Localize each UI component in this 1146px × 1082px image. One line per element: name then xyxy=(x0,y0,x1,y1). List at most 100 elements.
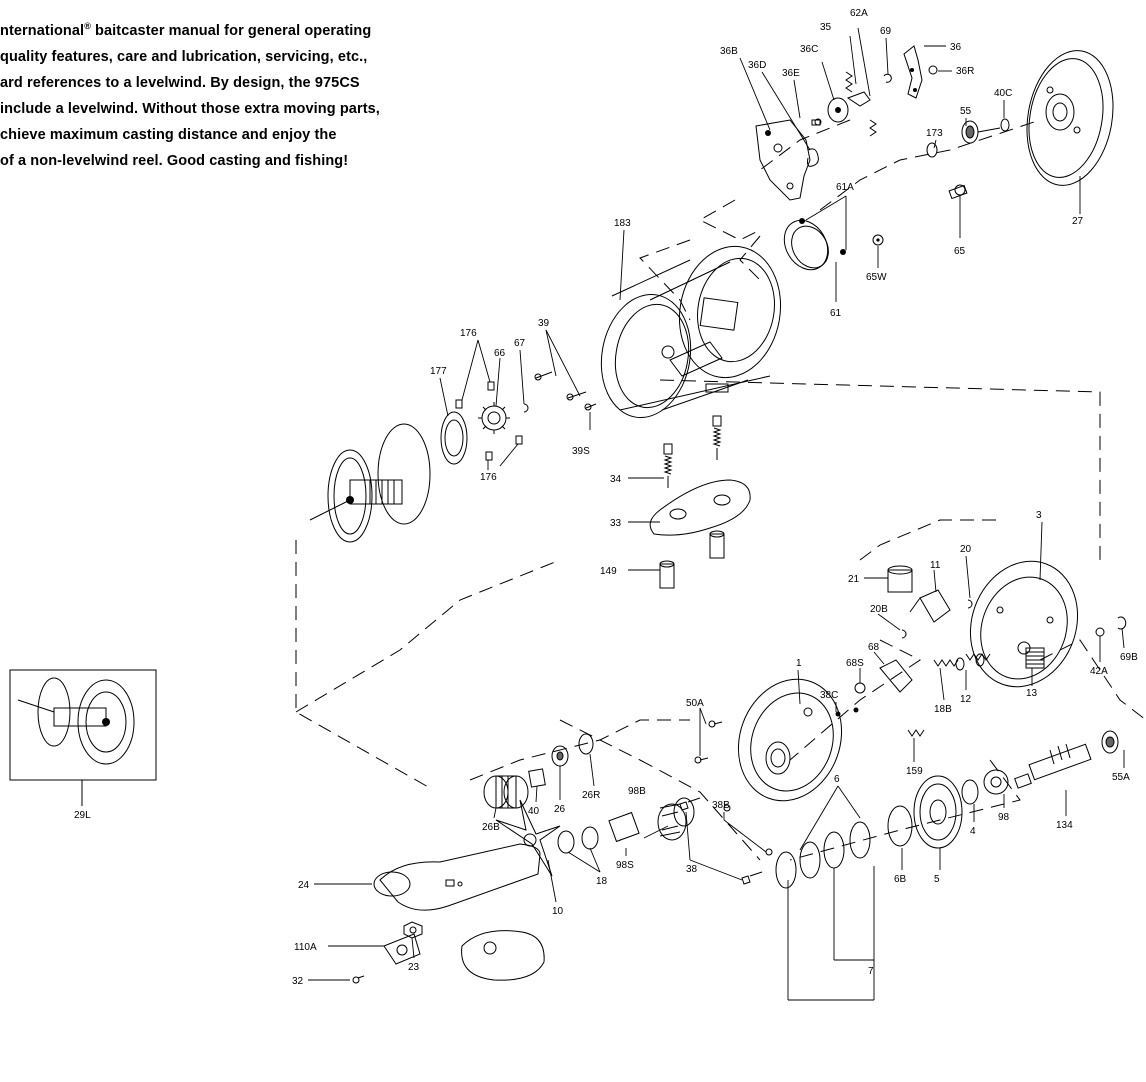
ratchet-98 xyxy=(983,769,1009,795)
clip-68 xyxy=(879,659,913,693)
callout-50A: 50A xyxy=(686,698,704,709)
intro-line-4: include a levelwind. Without those extra… xyxy=(0,101,380,117)
callout-159: 159 xyxy=(906,766,923,777)
callout-62A: 62A xyxy=(850,8,868,19)
spool-inset-29L xyxy=(9,669,157,806)
shaft-134 xyxy=(1014,743,1092,789)
screw-32 xyxy=(352,975,365,984)
lever-36 xyxy=(903,45,923,99)
callout-11: 11 xyxy=(930,560,941,571)
callout-4: 4 xyxy=(970,826,976,837)
callout-40C: 40C xyxy=(994,88,1012,99)
callout-18: 18 xyxy=(596,876,608,887)
callout-24: 24 xyxy=(298,880,310,891)
bearing-55 xyxy=(961,120,1001,144)
callout-36D: 36D xyxy=(748,60,766,71)
spring-36D xyxy=(807,148,819,167)
bearing-55A xyxy=(1101,730,1119,754)
screw-61A-b xyxy=(840,249,846,255)
callout-23: 23 xyxy=(408,962,420,973)
side-plate-27 xyxy=(1026,50,1114,186)
callout-33: 33 xyxy=(610,518,622,529)
callout-66: 66 xyxy=(494,348,506,359)
washer-stack-7 xyxy=(775,821,871,889)
bearing-26 xyxy=(551,745,569,767)
nut-23 xyxy=(403,921,423,939)
main-gear-5 xyxy=(913,775,963,849)
callout-38B: 38B xyxy=(712,800,730,811)
washer-42A xyxy=(1095,627,1105,637)
ring-36R xyxy=(928,65,938,75)
callout-36B: 36B xyxy=(720,46,738,57)
drag-washer-6B xyxy=(887,805,913,847)
callout-42A: 42A xyxy=(1090,666,1108,677)
callout-61A: 61A xyxy=(836,182,854,193)
side-plate-3 xyxy=(969,560,1079,688)
callout-65W: 65W xyxy=(866,272,887,283)
callout-69B: 69B xyxy=(1120,652,1138,663)
callout-176b: 176 xyxy=(480,472,497,483)
cam-36C xyxy=(827,97,849,123)
callout-29L: 29L xyxy=(74,810,91,821)
callout-labels: 62A 35 69 36C 36 36B 36D 36E 36R 55 40C … xyxy=(74,8,1138,987)
arm-62A xyxy=(846,91,877,137)
ring-26R xyxy=(578,733,594,755)
callout-5: 5 xyxy=(934,874,940,885)
intro-line-2: quality features, care and lubrication, … xyxy=(0,49,368,65)
callout-98S: 98S xyxy=(616,860,634,871)
callout-110A: 110A xyxy=(294,942,317,953)
callout-26: 26 xyxy=(554,804,566,815)
clip-67 xyxy=(523,403,529,413)
spool xyxy=(309,423,431,543)
callout-6: 6 xyxy=(834,774,840,785)
callout-36: 36 xyxy=(950,42,962,53)
callout-65: 65 xyxy=(954,246,966,257)
ball-38C xyxy=(835,711,841,717)
screws-38 xyxy=(679,797,763,885)
callout-68: 68 xyxy=(868,642,880,653)
callout-35: 35 xyxy=(820,22,832,33)
pinion-66 xyxy=(478,402,510,434)
screw-39S xyxy=(584,403,597,411)
callout-12: 12 xyxy=(960,694,972,705)
callout-36C: 36C xyxy=(800,44,818,55)
spring-20B xyxy=(901,629,907,639)
callout-68S: 68S xyxy=(846,658,864,669)
brake-plate-36B xyxy=(755,119,811,201)
callout-177: 177 xyxy=(430,366,447,377)
callout-176a: 176 xyxy=(460,328,477,339)
cover-61 xyxy=(783,219,829,271)
washer-38B xyxy=(723,804,731,812)
callout-20: 20 xyxy=(960,544,972,555)
spring-35 xyxy=(845,71,853,93)
callout-21: 21 xyxy=(848,574,860,585)
washer-65W xyxy=(872,234,884,246)
intro-line-1: nternational® baitcaster manual for gene… xyxy=(0,21,372,39)
callout-67: 67 xyxy=(514,338,526,349)
handle-24 xyxy=(373,843,541,911)
callout-38: 38 xyxy=(686,864,698,875)
callout-39: 39 xyxy=(538,318,550,329)
key-40 xyxy=(528,768,546,788)
screw-61A-a xyxy=(799,218,805,224)
intro-text: nternational® baitcaster manual for gene… xyxy=(0,18,480,174)
shaft-65 xyxy=(948,184,968,200)
gear-177 xyxy=(440,411,468,465)
washer-4 xyxy=(961,779,979,805)
leader-lines xyxy=(308,27,1125,1001)
bolt-34 xyxy=(663,415,722,488)
callout-26B: 26B xyxy=(482,822,500,833)
callout-39S: 39S xyxy=(572,446,590,457)
callout-38C: 38C xyxy=(820,690,838,701)
callout-98: 98 xyxy=(998,812,1010,823)
intro-line-3: ard references to a levelwind. By design… xyxy=(0,75,360,91)
nut-149 xyxy=(659,530,725,589)
spring-159 xyxy=(907,729,925,737)
frame-183 xyxy=(600,245,782,419)
callout-134: 134 xyxy=(1056,820,1073,831)
callout-55: 55 xyxy=(960,106,972,117)
callout-27: 27 xyxy=(1072,216,1084,227)
side-plate-1 xyxy=(737,678,843,802)
callout-55A: 55A xyxy=(1112,772,1130,783)
